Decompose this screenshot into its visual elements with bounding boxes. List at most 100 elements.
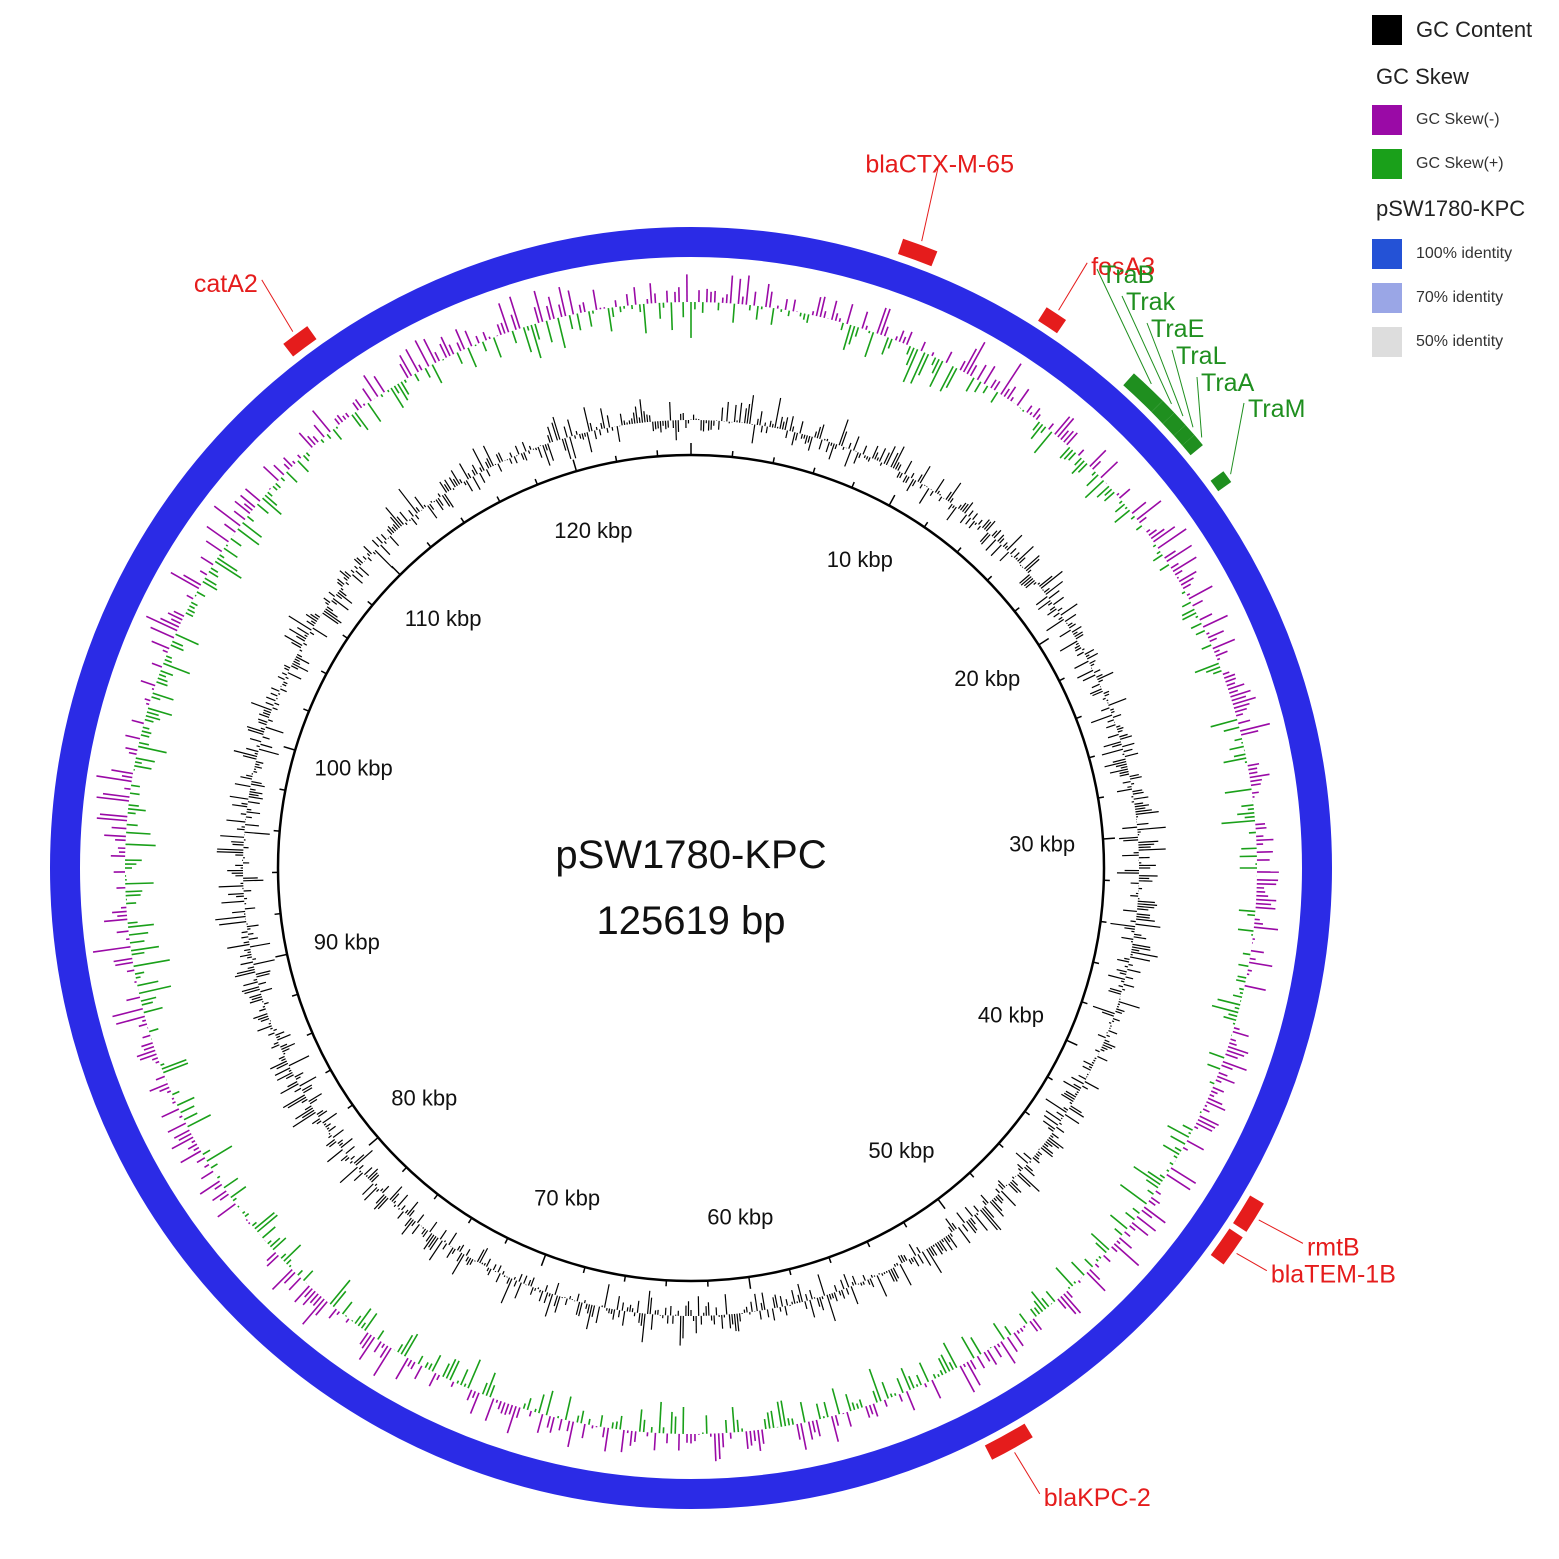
gc-skew-bar <box>128 931 149 936</box>
gc-content-bar <box>1121 936 1134 940</box>
gc-content-bar <box>265 726 284 734</box>
gc-content-bar <box>260 727 266 731</box>
gc-content-bar <box>1115 763 1127 768</box>
gc-content-bar <box>506 1277 511 1284</box>
gc-skew-bar <box>1000 363 1022 395</box>
gc-content-bar <box>1123 839 1139 842</box>
gc-content-bar <box>245 823 259 827</box>
gc-content-bar <box>578 1302 583 1317</box>
gc-content-bar <box>1082 1065 1092 1071</box>
gc-content-bar <box>227 943 250 949</box>
legend-gc-skew-heading: GC Skew <box>1376 64 1469 89</box>
gc-content-bar <box>312 627 328 638</box>
gc-content-bar <box>271 1044 280 1049</box>
gc-content-bar <box>1112 713 1122 719</box>
gc-content-bar <box>274 702 280 706</box>
gc-content-bar <box>1108 990 1122 995</box>
ruler-label: 90 kbp <box>314 930 380 955</box>
gc-content-bar <box>246 747 259 753</box>
gc-content-bar <box>283 1052 286 1055</box>
gc-skew-bar <box>1237 975 1247 979</box>
ruler-tick <box>731 451 734 458</box>
gc-skew-bar <box>990 379 997 389</box>
gc-content-bar <box>328 1132 331 1135</box>
gc-content-bar <box>1042 589 1044 591</box>
gc-content-bar <box>807 435 811 443</box>
gc-content-bar <box>1046 618 1065 632</box>
gc-content-bar <box>964 502 974 514</box>
gc-content-bar <box>345 1145 355 1155</box>
gc-skew-bar <box>1181 608 1195 617</box>
gc-content-bar <box>509 458 513 464</box>
gc-content-bar <box>646 414 649 423</box>
gc-content-bar <box>1101 748 1124 756</box>
gc-content-bar <box>451 1248 456 1255</box>
gc-skew-bar <box>731 1406 736 1433</box>
gc-skew-bar <box>157 677 168 683</box>
gc-skew-bar <box>400 381 410 395</box>
ruler-tick <box>986 575 993 581</box>
gc-content-bar <box>579 433 582 439</box>
gc-content-bar <box>795 432 799 441</box>
gc-content-bar <box>838 419 849 446</box>
legend-label: GC Skew(-) <box>1416 111 1500 128</box>
gc-content-bar <box>641 1313 646 1343</box>
gc-skew-bar <box>1206 632 1210 635</box>
gc-content-bar <box>893 1263 897 1267</box>
gc-content-bar <box>1068 623 1076 629</box>
gc-content-bar <box>243 981 258 987</box>
gc-content-bar <box>845 1287 850 1295</box>
gc-skew-bar <box>262 465 279 482</box>
gc-skew-bar <box>1249 957 1256 961</box>
gc-content-bar <box>249 791 263 795</box>
gc-skew-bar <box>1216 1075 1235 1084</box>
ruler-tick <box>937 1198 946 1210</box>
gc-content-bar <box>248 796 263 800</box>
gc-skew-bar <box>498 303 510 333</box>
gc-content-bar <box>1137 908 1149 911</box>
gc-content-bar <box>977 525 981 530</box>
gc-skew-bar <box>1181 591 1186 595</box>
gc-skew-bar <box>1233 702 1250 709</box>
gc-skew-bar <box>1254 922 1264 925</box>
gc-skew-bar <box>302 454 310 462</box>
gc-content-bar <box>1122 742 1135 748</box>
gc-content-bar <box>883 452 890 464</box>
gc-content-bar <box>442 1243 448 1250</box>
gc-skew-bar <box>1209 637 1218 643</box>
gc-skew-bar <box>312 410 331 433</box>
gc-skew-bar <box>244 1212 250 1218</box>
gc-content-bar <box>586 432 593 453</box>
gc-content-bar <box>337 578 345 585</box>
gc-skew-bar <box>395 1357 409 1380</box>
gc-skew-bar <box>134 971 145 975</box>
gc-skew-bar <box>1032 407 1041 418</box>
gc-content-bar <box>869 1278 875 1288</box>
gc-content-bar <box>273 1028 277 1032</box>
gc-skew-bar <box>1098 1255 1102 1259</box>
gc-skew-bar <box>1152 554 1163 562</box>
gc-skew-bar <box>1131 1222 1149 1237</box>
legend-gc-skew-pos: GC Skew(+) <box>1372 148 1504 180</box>
gc-skew-bar <box>1147 1189 1154 1195</box>
gc-content-bar <box>865 456 869 460</box>
gc-skew-bar <box>1109 1214 1128 1230</box>
gc-skew-bar <box>604 1427 610 1452</box>
gc-content-bar <box>356 557 364 564</box>
gc-skew-bar <box>191 1139 196 1144</box>
gc-content-bar <box>245 816 252 819</box>
gc-skew-bar <box>268 487 271 490</box>
gc-content-bar <box>1124 927 1135 930</box>
gc-skew-bar <box>1033 431 1053 454</box>
gc-content-bar <box>285 676 289 680</box>
gc-skew-bar <box>217 1203 236 1218</box>
gc-content-bar <box>828 443 835 460</box>
gc-content-bar <box>892 446 905 469</box>
gc-content-bar <box>657 421 659 429</box>
gc-content-bar <box>285 1074 294 1080</box>
gc-content-track <box>215 395 1166 1346</box>
gc-skew-bar <box>160 669 174 677</box>
gc-content-bar <box>564 1298 568 1306</box>
gc-content-bar <box>1124 957 1130 961</box>
gc-content-bar <box>288 1069 292 1072</box>
